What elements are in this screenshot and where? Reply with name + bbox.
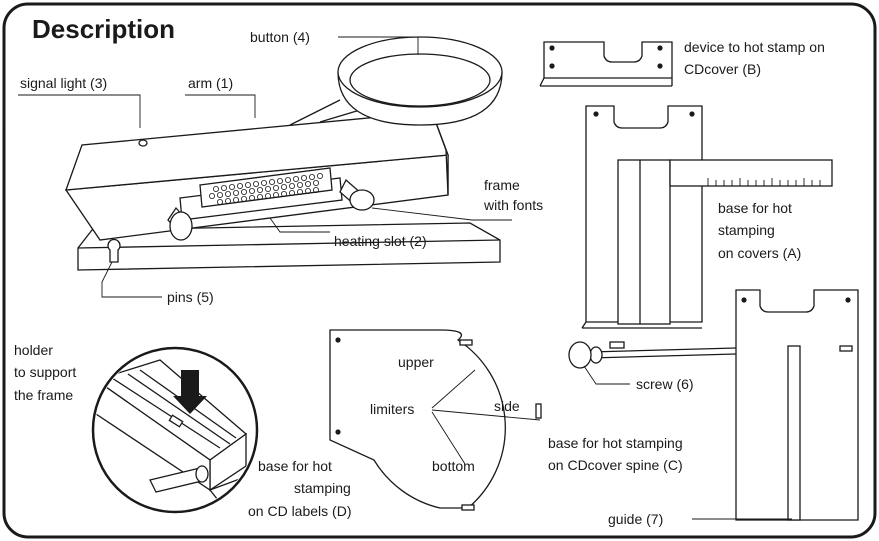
right-knob: [339, 178, 375, 211]
label-bottom: bottom: [432, 458, 475, 474]
hot-stamping-machine: [64, 36, 503, 271]
label-screw: screw (6): [636, 376, 694, 392]
arrow-down-icon: [173, 370, 207, 414]
label-base-d-1: base for hot: [258, 458, 332, 474]
ruler-ticks: [707, 178, 821, 186]
label-base-c-2: on CDcover spine (C): [548, 457, 683, 473]
label-holder-3: the frame: [14, 387, 73, 403]
label-base-a-3: on covers (A): [718, 245, 801, 261]
label-guide: guide (7): [608, 511, 663, 527]
page-title: Description: [32, 14, 175, 44]
label-side: side: [494, 398, 520, 414]
font-grid: [208, 172, 323, 205]
pin-icon: [107, 238, 121, 263]
base-a: [581, 105, 833, 329]
label-frame-2: with fonts: [483, 197, 543, 213]
left-knob: [167, 206, 193, 241]
label-arm: arm (1): [188, 75, 233, 91]
label-base-d-2: stamping: [294, 480, 351, 496]
label-holder-1: holder: [14, 342, 53, 358]
label-base-a-1: base for hot: [718, 200, 792, 216]
device-b: [539, 41, 673, 87]
label-heating-slot: heating slot (2): [334, 233, 427, 249]
label-holder-2: to support: [14, 364, 76, 380]
base-c: [735, 289, 859, 521]
label-upper: upper: [398, 354, 434, 370]
base-d: [329, 329, 542, 511]
label-pins: pins (5): [167, 289, 214, 305]
label-device-b-1: device to hot stamp on: [684, 39, 825, 55]
label-button: button (4): [250, 29, 310, 45]
label-base-d-3: on CD labels (D): [248, 503, 351, 519]
signal-light-icon: [138, 139, 148, 147]
label-limiters: limiters: [370, 401, 414, 417]
screw-icon: [568, 341, 737, 369]
label-base-a-2: stamping: [718, 222, 775, 238]
label-device-b-2: CDcover (B): [684, 61, 761, 77]
label-base-c-1: base for hot stamping: [548, 435, 683, 451]
label-signal-light: signal light (3): [20, 75, 107, 91]
label-frame-1: frame: [484, 177, 520, 193]
